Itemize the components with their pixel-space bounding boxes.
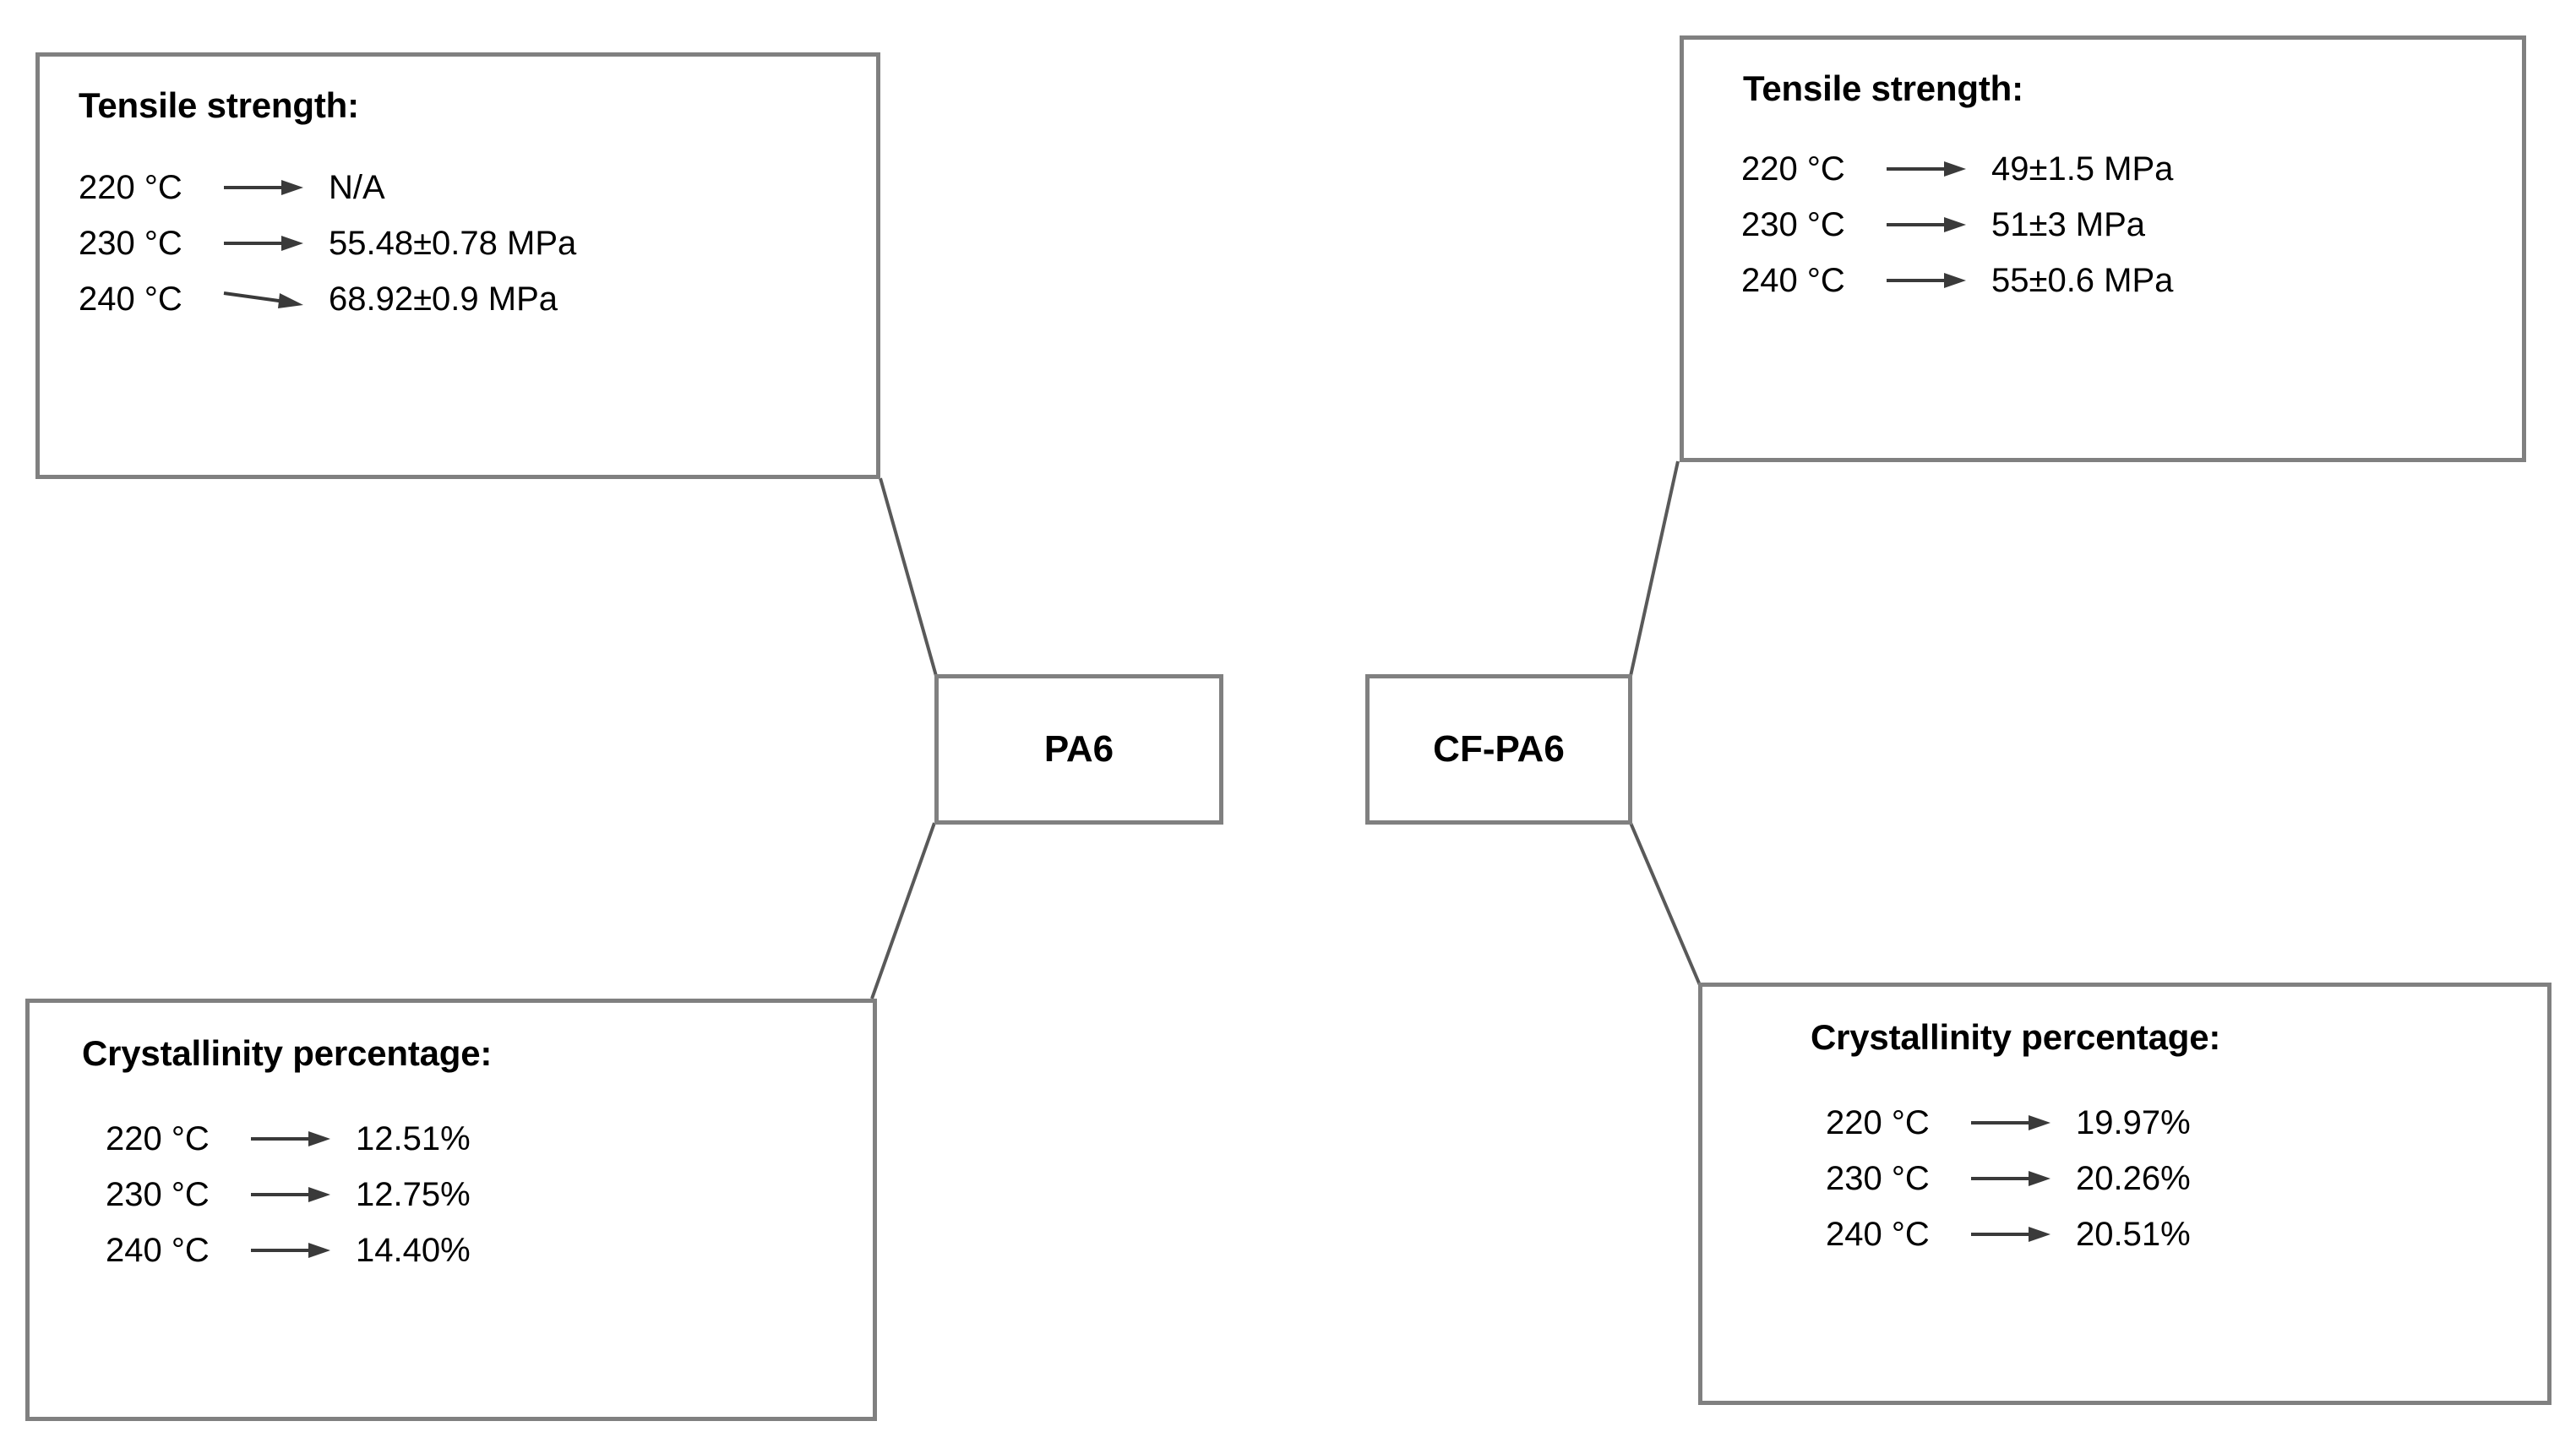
data-row: 230 °C 20.26% — [1826, 1151, 2191, 1206]
data-row: 220 °C 19.97% — [1826, 1095, 2191, 1151]
value-label: 68.92±0.9 MPa — [329, 280, 558, 318]
value-label: 12.75% — [356, 1175, 471, 1213]
node-label: PA6 — [1043, 728, 1114, 770]
value-label: 49±1.5 MPa — [1991, 150, 2174, 188]
panel-cfpa6-tensile-strength: Tensile strength: 220 °C 49±1.5 MPa 230 … — [1680, 35, 2526, 462]
right-arrow-icon — [214, 232, 315, 254]
panel-rows: 220 °C N/A 230 °C 55.48±0.78 MPa 240 °C … — [79, 160, 576, 327]
data-row: 240 °C 55±0.6 MPa — [1741, 253, 2173, 308]
node-cf-pa6[interactable]: CF-PA6 — [1365, 674, 1632, 825]
panel-title: Tensile strength: — [79, 85, 359, 125]
data-row: 230 °C 55.48±0.78 MPa — [79, 215, 576, 271]
connector-pa6-to-tensile — [879, 477, 938, 677]
data-row: 220 °C N/A — [79, 160, 576, 215]
panel-cfpa6-crystallinity: Crystallinity percentage: 220 °C 19.97% … — [1698, 983, 2551, 1405]
temperature-label: 220 °C — [1741, 150, 1845, 188]
value-label: 51±3 MPa — [1991, 205, 2146, 243]
temperature-label: 240 °C — [1741, 261, 1845, 299]
data-row: 240 °C 20.51% — [1826, 1206, 2191, 1262]
temperature-label: 220 °C — [79, 168, 182, 206]
right-arrow-icon — [214, 177, 315, 199]
right-arrow-icon — [1876, 214, 1978, 236]
panel-title: Tensile strength: — [1743, 68, 2023, 108]
temperature-label: 240 °C — [79, 280, 182, 318]
panel-rows: 220 °C 49±1.5 MPa 230 °C 51±3 MPa 240 °C… — [1741, 141, 2173, 308]
right-arrow-icon — [241, 1184, 342, 1206]
value-label: 19.97% — [2076, 1103, 2191, 1141]
connector-cfpa6-to-crystallinity — [1629, 822, 1702, 986]
temperature-label: 230 °C — [106, 1175, 210, 1213]
temperature-label: 230 °C — [79, 224, 182, 262]
value-label: 55±0.6 MPa — [1991, 261, 2174, 299]
temperature-label: 220 °C — [106, 1119, 210, 1157]
connector-cfpa6-to-tensile — [1629, 460, 1680, 677]
panel-title: Crystallinity percentage: — [1811, 1017, 2221, 1057]
temperature-label: 240 °C — [106, 1231, 210, 1269]
right-arrow-icon — [241, 1239, 342, 1261]
data-row: 230 °C 51±3 MPa — [1741, 197, 2173, 253]
right-arrow-icon — [1876, 158, 1978, 180]
data-row: 220 °C 49±1.5 MPa — [1741, 141, 2173, 197]
temperature-label: 230 °C — [1741, 205, 1845, 243]
temperature-label: 220 °C — [1826, 1103, 1930, 1141]
data-row: 220 °C 12.51% — [106, 1111, 471, 1167]
panel-rows: 220 °C 19.97% 230 °C 20.26% 240 °C 20.51… — [1826, 1095, 2191, 1262]
right-arrow-icon — [214, 285, 315, 313]
data-row: 240 °C 14.40% — [106, 1222, 471, 1278]
data-row: 230 °C 12.75% — [106, 1167, 471, 1222]
right-arrow-icon — [1961, 1112, 2062, 1134]
node-pa6[interactable]: PA6 — [934, 674, 1223, 825]
value-label: 12.51% — [356, 1119, 471, 1157]
data-row: 240 °C 68.92±0.9 MPa — [79, 271, 576, 327]
value-label: 55.48±0.78 MPa — [329, 224, 577, 262]
panel-title: Crystallinity percentage: — [82, 1033, 493, 1073]
temperature-label: 230 °C — [1826, 1159, 1930, 1197]
temperature-label: 240 °C — [1826, 1215, 1930, 1253]
value-label: 20.26% — [2076, 1159, 2191, 1197]
right-arrow-icon — [241, 1128, 342, 1150]
connector-pa6-to-crystallinity — [870, 822, 936, 999]
panel-pa6-crystallinity: Crystallinity percentage: 220 °C 12.51% … — [25, 999, 877, 1421]
value-label: 20.51% — [2076, 1215, 2191, 1253]
right-arrow-icon — [1876, 270, 1978, 291]
value-label: 14.40% — [356, 1231, 471, 1269]
panel-pa6-tensile-strength: Tensile strength: 220 °C N/A 230 °C 55.4… — [35, 52, 880, 479]
panel-rows: 220 °C 12.51% 230 °C 12.75% 240 °C 14.40… — [106, 1111, 471, 1278]
node-label: CF-PA6 — [1433, 728, 1565, 770]
value-label: N/A — [329, 168, 385, 206]
right-arrow-icon — [1961, 1223, 2062, 1245]
right-arrow-icon — [1961, 1168, 2062, 1190]
